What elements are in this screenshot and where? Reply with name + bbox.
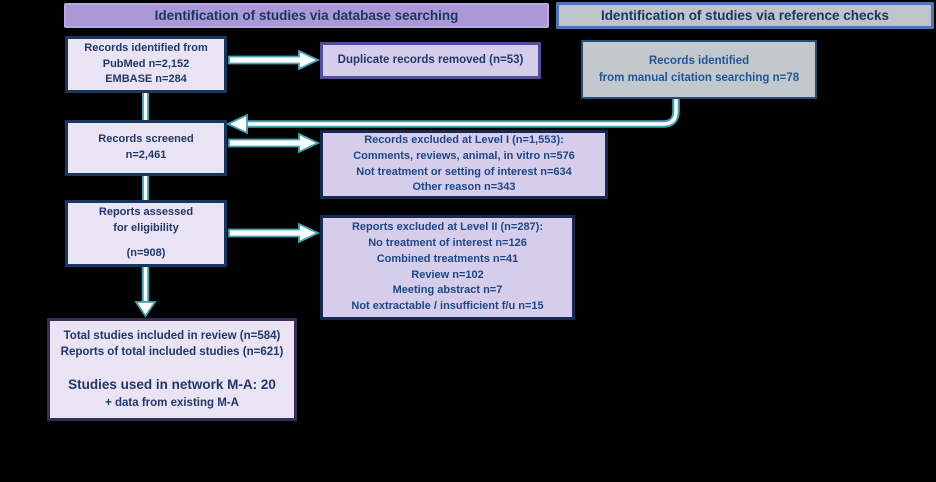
reports-assessed-line: (n=908)	[126, 246, 166, 259]
header-reference-checks: Identification of studies via reference …	[556, 2, 934, 29]
records-screened-line: Records screened	[98, 133, 194, 146]
records-identified-line: PubMed n=2,152	[102, 57, 190, 70]
level1-line: Comments, reviews, animal, in vitro n=57…	[353, 149, 575, 162]
manual-citation-line: from manual citation searching n=78	[598, 71, 800, 84]
header-database-searching: Identification of studies via database s…	[64, 3, 549, 28]
reports-assessed-line: Reports assessed	[98, 206, 194, 219]
box-level1-excluded: Records excluded at Level I (n=1,553): C…	[320, 130, 608, 199]
level2-line: Combined treatments n=41	[376, 252, 519, 265]
box-level2-excluded: Reports excluded at Level II (n=287): No…	[320, 215, 575, 320]
records-screened-line: n=2,461	[125, 149, 167, 161]
box-records-identified: Records identified from PubMed n=2,152 E…	[65, 36, 227, 93]
included-line: Reports of total included studies (n=621…	[60, 346, 284, 359]
reports-assessed-line: for eligibility	[113, 222, 179, 235]
records-identified-line: EMBASE n=284	[105, 73, 187, 86]
manual-citation-line: Records identified	[648, 54, 750, 67]
records-identified-line: Records identified from	[84, 41, 208, 54]
level2-line: No treatment of interest n=126	[368, 236, 527, 249]
level1-line: Other reason n=343	[412, 181, 516, 194]
box-duplicates-removed: Duplicate records removed (n=53)	[320, 42, 541, 79]
level2-line: Review n=102	[411, 268, 484, 281]
duplicates-removed-label: Duplicate records removed (n=53)	[337, 54, 524, 67]
included-existing-ma-line: + data from existing M-A	[105, 396, 239, 409]
arrow-assessed-to-level2	[228, 222, 321, 244]
level1-line: Not treatment or setting of interest n=6…	[356, 165, 572, 178]
level2-line: Reports excluded at Level II (n=287):	[351, 220, 544, 233]
included-network-ma-line: Studies used in network M-A: 20	[68, 377, 276, 393]
header-database-label: Identification of studies via database s…	[154, 7, 459, 23]
box-total-included: Total studies included in review (n=584)…	[47, 318, 297, 421]
box-manual-citation: Records identified from manual citation …	[581, 40, 817, 99]
arrow-screened-to-level1	[228, 132, 321, 154]
level1-line: Records excluded at Level I (n=1,553):	[364, 133, 564, 146]
header-reference-label: Identification of studies via reference …	[600, 7, 890, 23]
level2-line: Not extractable / insufficient f/u n=15	[351, 300, 544, 313]
arrow-records-to-duplicates	[228, 49, 321, 71]
box-reports-assessed: Reports assessed for eligibility (n=908)	[65, 200, 227, 267]
box-records-screened: Records screened n=2,461	[65, 120, 227, 176]
arrow-assessed-to-included	[134, 266, 157, 318]
level2-line: Meeting abstract n=7	[392, 284, 503, 297]
included-line: Total studies included in review (n=584)	[63, 329, 281, 342]
arrow-manual-citation-to-screened	[225, 99, 680, 135]
